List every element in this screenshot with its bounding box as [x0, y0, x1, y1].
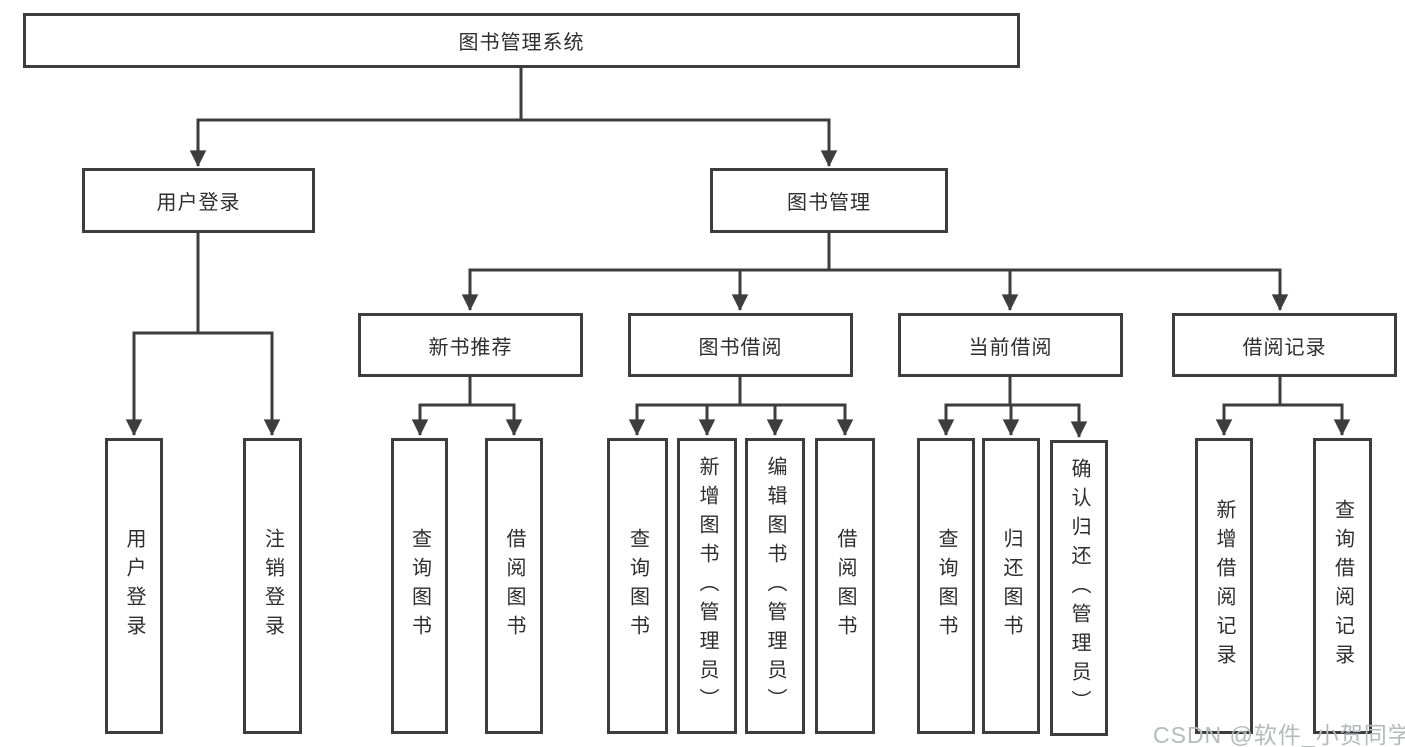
node-current-query-books: 查询图书: [917, 438, 975, 734]
node-current-borrowing: 当前借阅: [898, 313, 1123, 377]
node-records-add-record: 新增借阅记录: [1195, 438, 1253, 734]
node-borrowing-edit-books-admin-label: 编辑图书（管理员）: [764, 455, 786, 717]
node-root-label: 图书管理系统: [458, 32, 585, 54]
node-new-book-recommendation-label: 新书推荐: [428, 336, 513, 359]
node-current-confirm-return-admin: 确认归还（管理员）: [1050, 440, 1108, 736]
node-borrowing-query-books-label: 查询图书: [626, 528, 649, 644]
node-user-login-group: 用户登录: [82, 168, 315, 233]
node-borrowing-add-books-admin: 新增图书（管理员）: [677, 438, 737, 734]
node-new-book-recommendation: 新书推荐: [358, 313, 583, 377]
node-newbook-borrow-books: 借阅图书: [485, 438, 543, 734]
node-user-login-group-label: 用户登录: [156, 192, 241, 214]
node-newbook-query-books-label: 查询图书: [408, 528, 431, 644]
node-logout-label: 注销登录: [261, 528, 284, 644]
node-book-borrowing: 图书借阅: [628, 313, 853, 377]
node-borrowing-records-label: 借阅记录: [1242, 336, 1327, 359]
node-records-query-record-label: 查询借阅记录: [1331, 499, 1354, 673]
node-borrowing-query-books: 查询图书: [607, 438, 668, 734]
node-current-return-books: 归还图书: [982, 438, 1040, 734]
node-records-query-record: 查询借阅记录: [1313, 438, 1372, 734]
node-borrowing-add-books-admin-label: 新增图书（管理员）: [696, 455, 718, 717]
node-current-borrowing-label: 当前借阅: [968, 336, 1053, 359]
node-borrowing-borrow-books-label: 借阅图书: [834, 528, 856, 644]
csdn-watermark: CSDN @软件_小贺同学: [1153, 722, 1405, 747]
node-borrowing-edit-books-admin: 编辑图书（管理员）: [745, 438, 805, 734]
node-newbook-borrow-books-label: 借阅图书: [503, 528, 525, 644]
node-user-login: 用户登录: [105, 438, 163, 734]
node-book-management-group-label: 图书管理: [787, 192, 871, 214]
node-current-query-books-label: 查询图书: [935, 528, 957, 644]
node-book-borrowing-label: 图书借阅: [698, 336, 783, 359]
node-current-confirm-return-admin-label: 确认归还（管理员）: [1068, 457, 1090, 719]
node-borrowing-records: 借阅记录: [1172, 313, 1397, 377]
node-current-return-books-label: 归还图书: [1000, 528, 1022, 644]
node-newbook-query-books: 查询图书: [391, 438, 448, 734]
node-root: 图书管理系统: [23, 13, 1020, 68]
node-user-login-label: 用户登录: [123, 528, 145, 644]
node-book-management-group: 图书管理: [710, 168, 948, 233]
node-borrowing-borrow-books: 借阅图书: [815, 438, 875, 734]
node-records-add-record-label: 新增借阅记录: [1213, 499, 1235, 673]
node-logout: 注销登录: [243, 438, 302, 734]
